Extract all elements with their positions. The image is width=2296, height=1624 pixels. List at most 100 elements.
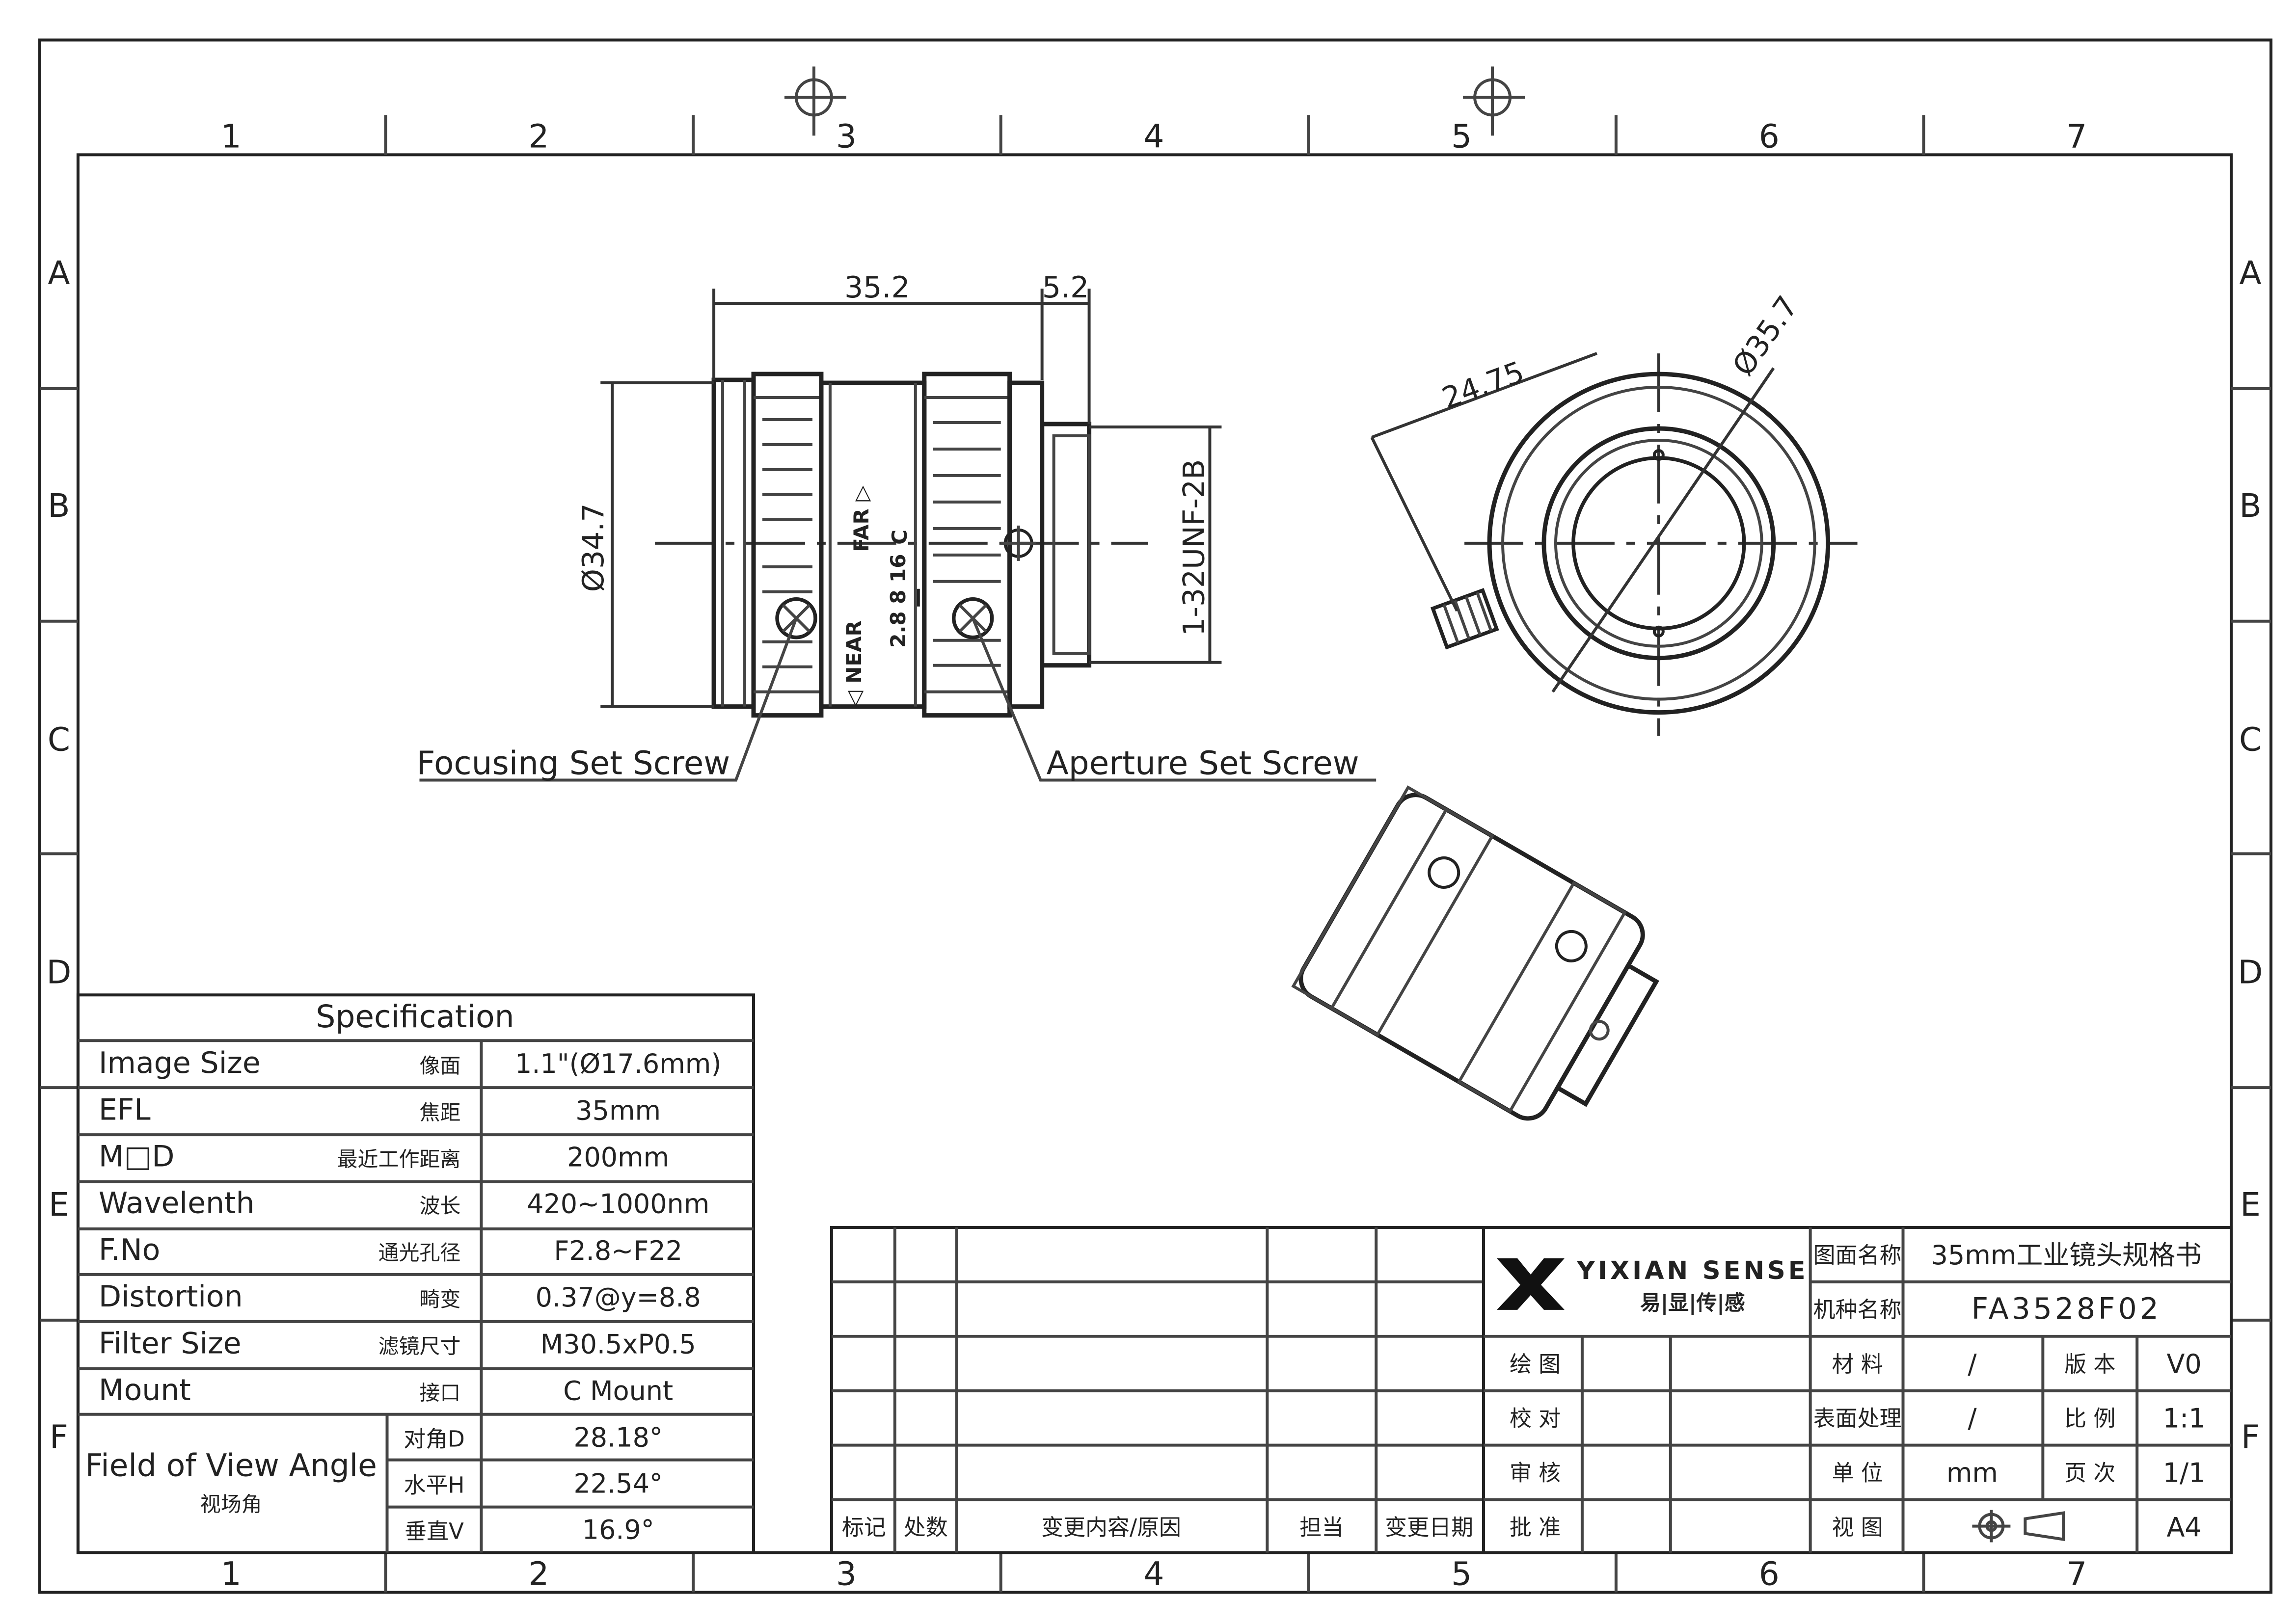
zone-row-d-right: D — [2238, 953, 2263, 991]
spec-row-label: Image Size — [99, 1046, 261, 1080]
material-value: / — [1968, 1349, 1977, 1380]
zone-col-1-top: 1 — [221, 117, 242, 155]
approval-review: 审 核 — [1510, 1460, 1561, 1486]
callout-focusing-screw: Focusing Set Screw — [416, 745, 730, 782]
fov-row-cn: 对角D — [404, 1426, 465, 1452]
scale-label: 比 例 — [2064, 1406, 2115, 1432]
center-mark-icon — [1000, 525, 1036, 561]
spec-row-cn: 波长 — [419, 1194, 460, 1218]
zone-row-c-right: C — [2239, 721, 2262, 759]
zone-col-5-top: 5 — [1451, 117, 1472, 155]
spec-row-cn: 焦距 — [419, 1100, 460, 1124]
spec-row-value: F2.8~F22 — [554, 1235, 682, 1266]
dim-diameter: Ø34.7 — [576, 504, 611, 592]
spec-row-cn: 像面 — [419, 1054, 460, 1078]
callout-leaders — [419, 617, 1377, 782]
zone-col-6-top: 6 — [1759, 117, 1780, 155]
spec-row-label: Filter Size — [99, 1326, 242, 1360]
dim-thread: 1-32UNF-2B — [1177, 459, 1211, 636]
material-label: 材 料 — [1832, 1351, 1883, 1377]
zone-row-b-left: B — [48, 487, 70, 525]
mark-fnum: 2.8 8 16 — [886, 554, 910, 648]
scale-value: 1:1 — [2163, 1403, 2206, 1434]
zone-col-7-bottom: 7 — [2066, 1555, 2087, 1593]
zone-col-2-bottom: 2 — [528, 1555, 549, 1593]
rev-header-content: 变更内容/原因 — [1041, 1515, 1181, 1541]
mark-far: FAR ▷ — [849, 485, 873, 552]
paper-size: A4 — [2167, 1512, 2202, 1543]
centering-mark-left-icon — [784, 66, 846, 136]
zone-row-e-right: E — [2240, 1186, 2261, 1224]
approval-draw: 绘 图 — [1510, 1351, 1561, 1377]
yixian-sense-logo: YIXIAN SENSE 易|显|传|感 — [1497, 1256, 1809, 1315]
spec-row-label: Mount — [99, 1373, 191, 1407]
rev-header-count: 处数 — [904, 1515, 948, 1541]
spec-row-cn: 畸变 — [419, 1287, 460, 1311]
dim-flange: 5.2 — [1042, 270, 1089, 305]
zone-row-a-left: A — [48, 254, 70, 292]
zone-col-6-bottom: 6 — [1759, 1555, 1780, 1593]
version-value: V0 — [2167, 1349, 2202, 1380]
fov-cn-label: 视场角 — [200, 1492, 262, 1517]
zone-row-a-right: A — [2240, 254, 2262, 292]
approval-check: 校 对 — [1510, 1406, 1561, 1432]
zone-row-e-left: E — [49, 1186, 69, 1224]
spec-row-cn: 最近工作距离 — [337, 1147, 461, 1171]
zone-col-5-bottom: 5 — [1451, 1555, 1472, 1593]
projection-symbol-icon — [1972, 1510, 2065, 1543]
spec-row-label: M□D — [99, 1140, 175, 1174]
spec-row-label: Distortion — [99, 1279, 243, 1314]
spec-table — [76, 993, 756, 1554]
unit-label: 单 位 — [1832, 1460, 1883, 1486]
spec-row-value: 1.1"(Ø17.6mm) — [515, 1048, 721, 1079]
model-number: FA3528F02 — [1972, 1292, 2161, 1326]
view-label: 视 图 — [1832, 1515, 1883, 1541]
spec-row-label: F.No — [99, 1233, 160, 1267]
zone-col-4-top: 4 — [1144, 117, 1164, 155]
zone-col-3-bottom: 3 — [836, 1555, 857, 1593]
surface-label: 表面处理 — [1813, 1406, 1902, 1432]
rev-header-date: 变更日期 — [1385, 1515, 1473, 1541]
callout-aperture-screw: Aperture Set Screw — [1047, 745, 1359, 782]
spec-row-value: M30.5xP0.5 — [540, 1329, 696, 1359]
spec-row-value: C Mount — [563, 1375, 673, 1406]
title-block — [1482, 1225, 2233, 1554]
fov-row-cn: 水平H — [404, 1472, 465, 1498]
spec-row-value: 0.37@y=8.8 — [536, 1282, 701, 1313]
spec-row-cn: 滤镜尺寸 — [378, 1334, 461, 1358]
fov-row-cn: 垂直V — [405, 1518, 464, 1544]
brand-name: YIXIAN SENSE — [1576, 1256, 1809, 1285]
model-label: 机种名称 — [1813, 1297, 1902, 1323]
spec-row-label: EFL — [99, 1092, 151, 1127]
zone-row-b-right: B — [2239, 487, 2261, 525]
approval-approve: 批 准 — [1510, 1515, 1561, 1541]
drawing-name-label: 图面名称 — [1813, 1242, 1902, 1268]
lens-front-view — [1370, 352, 1858, 736]
centering-mark-right-icon — [1463, 66, 1525, 136]
dim-overall-length: 35.2 — [844, 270, 910, 305]
fov-label: Field of View Angle — [85, 1448, 377, 1484]
spec-title: Specification — [316, 999, 514, 1035]
dim-front-diameter: Ø35.7 — [1726, 290, 1805, 382]
dim-radius-offset: 24.75 — [1438, 355, 1529, 416]
fov-row-value: 28.18° — [573, 1422, 662, 1453]
rev-header-owner: 担当 — [1299, 1515, 1344, 1541]
brand-cn: 易|显|传|感 — [1640, 1291, 1745, 1315]
mark-near: ◁ NEAR — [842, 620, 866, 706]
zone-col-4-bottom: 4 — [1144, 1555, 1164, 1593]
zone-col-3-top: 3 — [836, 117, 857, 155]
fov-row-value: 22.54° — [573, 1468, 662, 1499]
page-label: 页 次 — [2064, 1460, 2115, 1486]
side-dimensions: 35.2 5.2 Ø34.7 1-32UNF-2B — [576, 270, 1222, 708]
spec-row-cn: 通光孔径 — [378, 1241, 461, 1265]
spec-row-cn: 接口 — [419, 1381, 460, 1405]
zone-col-1-bottom: 1 — [221, 1555, 242, 1593]
spec-row-label: Wavelenth — [99, 1186, 255, 1221]
zone-row-f-left: F — [50, 1418, 68, 1456]
revision-block — [830, 1225, 1486, 1554]
version-label: 版 本 — [2064, 1351, 2115, 1377]
unit-value: mm — [1946, 1458, 1998, 1489]
spec-row-value: 420~1000nm — [527, 1189, 709, 1220]
